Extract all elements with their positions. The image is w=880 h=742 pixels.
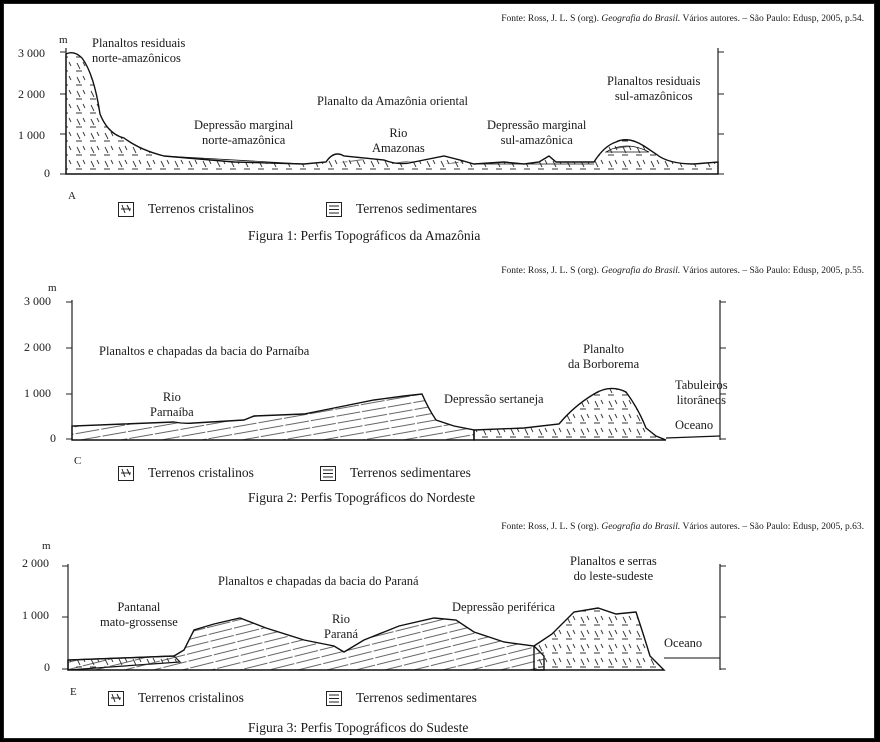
legend-sedimentary: Terrenos sedimentares [320, 465, 471, 481]
profile-label: Planalto da Amazônia oriental [317, 94, 468, 108]
y-tick-label: 1 000 [18, 128, 45, 142]
y-tick-label: 3 000 [18, 46, 45, 60]
sedimentary-swatch-icon [326, 201, 342, 217]
topographic-profile-sudeste [62, 564, 726, 671]
y-tick-label: 0 [44, 166, 50, 180]
terrain-profile-crystalline [473, 387, 667, 441]
y-tick-label: 0 [44, 660, 50, 674]
sea-surface [665, 435, 721, 439]
terrain-profile-sedimentary [67, 617, 545, 671]
source-citation: Fonte: Ross, J. L. S (org). Geografia do… [501, 266, 864, 276]
figure-caption: Figura 1: Perfis Topográficos da Amazôni… [248, 228, 481, 243]
profile-label: Oceano [664, 636, 703, 650]
legend-sedimentary: Terrenos sedimentares [326, 690, 477, 706]
y-tick-label: 2 000 [18, 87, 45, 101]
profile-panel-sudeste: Fonte: Ross, J. L. S (org). Geografia do… [4, 516, 876, 740]
legend-sedimentary: Terrenos sedimentares [326, 201, 477, 217]
y-tick-label: 3 000 [24, 294, 51, 308]
crystalline-swatch-icon [108, 690, 124, 706]
profile-label: Planaltos e chapadas da bacia do Paraná [218, 574, 419, 588]
figure-caption: Figura 3: Perfis Topográficos do Sudeste [248, 720, 469, 735]
profile-label: Oceano [675, 418, 714, 432]
unit-label: m [48, 282, 57, 294]
terrain-profile-crystalline [533, 607, 666, 671]
profile-panel-amazonia: Fonte: Ross, J. L. S (org). Geografia do… [4, 4, 876, 249]
profile-panel-nordeste: Fonte: Ross, J. L. S (org). Geografia do… [4, 258, 876, 508]
legend-crystalline: Terrenos cristalinos [108, 690, 244, 706]
terrain-profile-sedimentary [71, 393, 475, 441]
crystalline-swatch-icon [118, 201, 134, 217]
profile-letter: C [74, 455, 82, 467]
y-tick-label: 1 000 [22, 608, 49, 622]
legend-crystalline: Terrenos cristalinos [118, 465, 254, 481]
profile-label: Planaltos e chapadas da bacia do Parnaíb… [99, 344, 310, 358]
sedimentary-swatch-icon [326, 690, 342, 706]
y-tick-label: 1 000 [24, 386, 51, 400]
legend-crystalline: Terrenos cristalinos [118, 201, 254, 217]
profile-letter: E [70, 686, 77, 698]
source-citation: Fonte: Ross, J. L. S (org). Geografia do… [501, 14, 864, 24]
topographic-profile-amazonia [60, 48, 724, 175]
figure-caption: Figura 2: Perfis Topográficos do Nordest… [248, 490, 476, 505]
sedimentary-swatch-icon [320, 465, 336, 481]
y-tick-label: 2 000 [24, 340, 51, 354]
topographic-profile-nordeste [66, 300, 726, 441]
figure-frame: Fonte: Ross, J. L. S (org). Geografia do… [3, 3, 875, 739]
profile-label: Depressão sertaneja [444, 392, 544, 406]
profile-letter: A [68, 190, 76, 202]
crystalline-swatch-icon [118, 465, 134, 481]
y-tick-label: 2 000 [22, 556, 49, 570]
y-tick-label: 0 [50, 431, 56, 445]
profile-label: Depressão periférica [452, 600, 556, 614]
unit-label: m [42, 540, 51, 552]
unit-label: m [59, 34, 68, 46]
source-citation: Fonte: Ross, J. L. S (org). Geografia do… [501, 522, 864, 532]
